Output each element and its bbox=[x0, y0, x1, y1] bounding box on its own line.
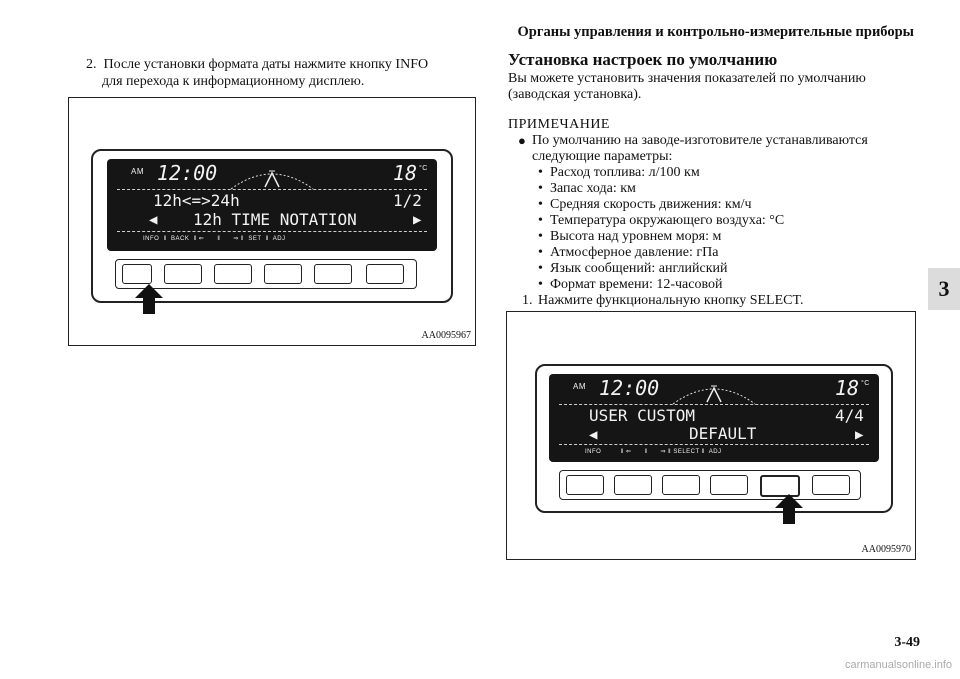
function-button-4[interactable] bbox=[710, 475, 748, 495]
watermark: carmanualsonline.info bbox=[844, 659, 952, 671]
left-arrow-icon: ◀ bbox=[589, 427, 598, 443]
step-text: Нажмите функциональную кнопку SELECT. bbox=[538, 293, 804, 308]
select-button[interactable] bbox=[760, 475, 800, 497]
divider-bottom bbox=[117, 231, 427, 232]
list-item: •Атмосферное давление: гПа bbox=[538, 245, 719, 260]
clock-time: 12:00 bbox=[157, 161, 218, 185]
step-number: 2. bbox=[86, 57, 97, 72]
list-item: •Средняя скорость движения: км/ч bbox=[538, 197, 752, 212]
temperature-unit: °C bbox=[861, 380, 870, 387]
display-unit: AM 12:00 18 °C USER CUSTOM 4/4 ◀ DEFAULT… bbox=[535, 364, 893, 513]
function-button-6[interactable] bbox=[812, 475, 850, 495]
step-line-1: После установки формата даты нажмите кно… bbox=[103, 57, 429, 72]
display-unit: AM 12:00 18 °C 12h<=>24h 1/2 ◀ 12h TIME … bbox=[91, 149, 453, 303]
press-arrow-icon bbox=[775, 494, 803, 524]
intro-paragraph: Вы можете установить значения показателе… bbox=[508, 71, 928, 103]
page-header: Органы управления и контрольно-измерител… bbox=[517, 24, 914, 40]
figure-code: AA0095967 bbox=[421, 330, 471, 341]
list-item: •Высота над уровнем моря: м bbox=[538, 229, 722, 244]
section-title: Установка настроек по умолчанию bbox=[508, 50, 778, 69]
intro-line-1: Вы можете установить значения показателе… bbox=[508, 71, 866, 86]
right-column: Установка настроек по умолчанию Вы может… bbox=[508, 50, 928, 309]
note-title: ПРИМЕЧАНИЕ bbox=[508, 117, 610, 132]
function-button-2[interactable] bbox=[164, 264, 202, 284]
menu-line-1: 12h<=>24h bbox=[153, 191, 240, 210]
note-line-2: следующие параметры: bbox=[532, 149, 673, 164]
function-button-5[interactable] bbox=[314, 264, 352, 284]
am-indicator: AM bbox=[573, 382, 586, 391]
right-arrow-icon: ▶ bbox=[413, 212, 422, 228]
left-arrow-icon: ◀ bbox=[149, 212, 158, 228]
menu-line-2: DEFAULT bbox=[689, 424, 757, 443]
list-item: •Запас хода: км bbox=[538, 181, 636, 196]
chapter-tab: 3 bbox=[928, 268, 960, 310]
temperature-value: 18 bbox=[835, 376, 860, 400]
temperature-value: 18 bbox=[393, 161, 418, 185]
press-arrow-icon bbox=[135, 284, 163, 314]
divider-bottom bbox=[559, 444, 869, 445]
menu-line-1: USER CUSTOM bbox=[589, 406, 695, 425]
step-select: 1. Нажмите функциональную кнопку SELECT. bbox=[522, 293, 928, 309]
function-button-3[interactable] bbox=[662, 475, 700, 495]
page-number: 3-49 bbox=[894, 635, 920, 650]
button-row bbox=[559, 470, 861, 500]
defaults-list: •Расход топлива: л/100 км •Запас хода: к… bbox=[538, 165, 928, 293]
list-item: •Формат времени: 12-часовой bbox=[538, 277, 723, 292]
lcd-screen: AM 12:00 18 °C 12h<=>24h 1/2 ◀ 12h TIME … bbox=[107, 159, 437, 251]
right-arrow-icon: ▶ bbox=[855, 427, 864, 443]
list-item: •Температура окружающего воздуха: °C bbox=[538, 213, 785, 228]
step-number: 1. bbox=[522, 293, 533, 308]
menu-page: 1/2 bbox=[393, 191, 422, 210]
divider-top bbox=[559, 404, 869, 405]
menu-page: 4/4 bbox=[835, 406, 864, 425]
function-button-1[interactable] bbox=[122, 264, 152, 284]
note-bullet: ● По умолчанию на заводе-изготовителе ус… bbox=[508, 133, 928, 165]
menu-line-2: 12h TIME NOTATION bbox=[193, 210, 357, 229]
clock-time: 12:00 bbox=[599, 376, 660, 400]
list-item: •Расход топлива: л/100 км bbox=[538, 165, 700, 180]
list-item: •Язык сообщений: английский bbox=[538, 261, 728, 276]
function-button-6[interactable] bbox=[366, 264, 404, 284]
compass-icon bbox=[672, 385, 756, 405]
function-button-1[interactable] bbox=[566, 475, 604, 495]
note-line-1: По умолчанию на заводе-изготовителе уста… bbox=[532, 133, 868, 148]
left-step-text: 2. После установки формата даты нажмите … bbox=[86, 56, 486, 90]
function-button-2[interactable] bbox=[614, 475, 652, 495]
button-row bbox=[115, 259, 417, 289]
am-indicator: AM bbox=[131, 167, 144, 176]
figure-code: AA0095970 bbox=[861, 544, 911, 555]
softkey-labels: INFO ‖ ⇐ ‖ ⇒ ‖ SELECT ‖ ADJ bbox=[585, 449, 722, 455]
compass-icon bbox=[230, 170, 314, 190]
function-button-4[interactable] bbox=[264, 264, 302, 284]
figure-default-settings: AM 12:00 18 °C USER CUSTOM 4/4 ◀ DEFAULT… bbox=[506, 311, 916, 560]
softkey-labels: INFO ‖ BACK ‖ ⇐ ‖ ⇒ ‖ SET ‖ ADJ bbox=[143, 236, 286, 242]
temperature-unit: °C bbox=[419, 165, 428, 172]
lcd-screen: AM 12:00 18 °C USER CUSTOM 4/4 ◀ DEFAULT… bbox=[549, 374, 879, 462]
bullet-icon: ● bbox=[518, 133, 526, 148]
intro-line-2: (заводская установка). bbox=[508, 87, 642, 102]
function-button-3[interactable] bbox=[214, 264, 252, 284]
step-line-2: для перехода к информационному дисплею. bbox=[102, 74, 365, 89]
figure-time-notation: AM 12:00 18 °C 12h<=>24h 1/2 ◀ 12h TIME … bbox=[68, 97, 476, 346]
divider-top bbox=[117, 189, 427, 190]
